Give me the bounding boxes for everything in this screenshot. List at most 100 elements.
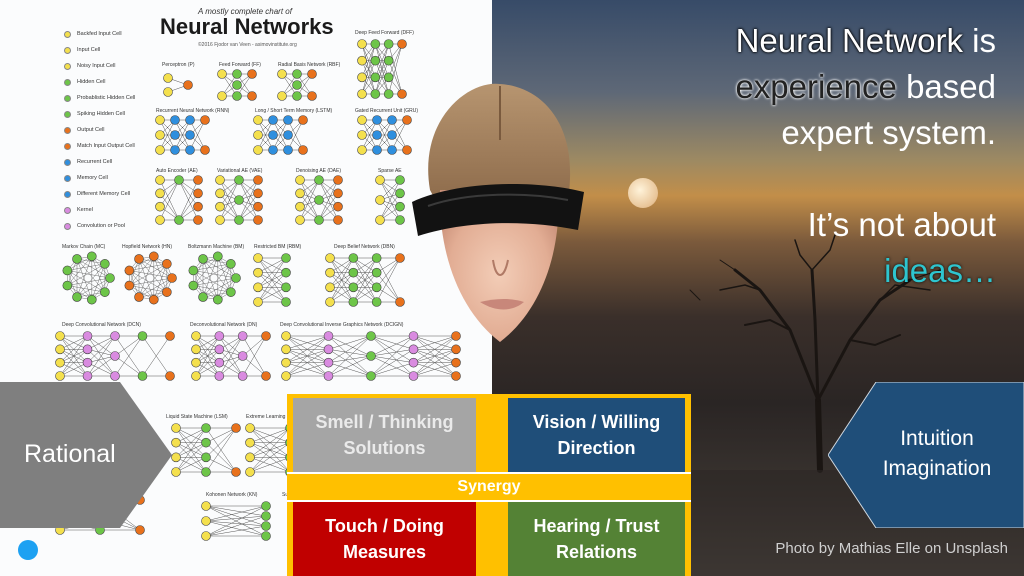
network-label: Feed Forward (FF) bbox=[219, 62, 261, 68]
headline-expert-system: expert system. bbox=[781, 114, 996, 151]
network-node bbox=[395, 188, 405, 199]
network-node bbox=[245, 467, 255, 477]
rational-label: Rational bbox=[24, 440, 116, 468]
network-node bbox=[232, 80, 242, 90]
network-node bbox=[162, 287, 172, 297]
network-label: Liquid State Machine (LSM) bbox=[166, 414, 228, 420]
network-node bbox=[323, 357, 334, 368]
network-node bbox=[281, 331, 291, 341]
legend-cell-icon bbox=[64, 174, 71, 182]
legend-item: Kernel bbox=[64, 202, 135, 218]
network-node bbox=[213, 294, 223, 305]
network-node bbox=[408, 371, 419, 381]
network-node bbox=[134, 292, 144, 302]
network-label: Variational AE (VAE) bbox=[217, 168, 263, 174]
senses-matrix: Smell / Thinking Solutions Vision / Will… bbox=[287, 394, 691, 576]
legend-cell-icon bbox=[64, 126, 71, 134]
network-node bbox=[295, 215, 305, 225]
network-node bbox=[62, 265, 73, 276]
network-node bbox=[383, 39, 394, 49]
network-node bbox=[201, 467, 211, 477]
network-node bbox=[214, 371, 225, 381]
network-node bbox=[375, 195, 385, 205]
network-node bbox=[149, 294, 159, 305]
network-node bbox=[253, 145, 263, 155]
network-node bbox=[408, 357, 419, 368]
network-label: Deep Feed Forward (DFF) bbox=[355, 30, 414, 36]
network-node bbox=[155, 175, 165, 185]
network-node bbox=[281, 371, 291, 381]
network-node bbox=[234, 175, 244, 185]
network-node bbox=[283, 130, 293, 140]
legend-label: Input Cell bbox=[77, 47, 101, 53]
network-node bbox=[247, 69, 257, 79]
network-node bbox=[62, 280, 73, 291]
network-node bbox=[201, 501, 211, 511]
network-node bbox=[348, 297, 359, 307]
network-label: Denoising AE (DAE) bbox=[296, 168, 342, 174]
network-node bbox=[174, 175, 184, 185]
legend-label: Hidden Cell bbox=[77, 79, 106, 85]
network-node bbox=[201, 452, 211, 463]
legend-cell-icon bbox=[64, 142, 71, 150]
network-node bbox=[371, 282, 382, 293]
legend-cell-icon bbox=[64, 62, 71, 70]
network-node bbox=[171, 437, 181, 448]
network-node bbox=[201, 516, 211, 526]
legend-item: Spiking Hidden Cell bbox=[64, 106, 135, 122]
network-node bbox=[397, 89, 407, 99]
network-node bbox=[451, 357, 461, 368]
network-node bbox=[387, 115, 397, 125]
network-node bbox=[82, 331, 93, 341]
network-node bbox=[185, 130, 195, 140]
network-node bbox=[408, 331, 419, 341]
network-node bbox=[371, 267, 382, 278]
legend-label: Probablistic Hidden Cell bbox=[77, 95, 136, 101]
network-node bbox=[281, 357, 291, 368]
network-node bbox=[191, 331, 201, 341]
network-node bbox=[253, 188, 263, 199]
legend-item: Convolution or Pool bbox=[64, 218, 135, 234]
network-node bbox=[226, 287, 236, 297]
network-node bbox=[298, 115, 308, 125]
network-node bbox=[268, 145, 278, 155]
legend-item: Hidden Cell bbox=[64, 74, 135, 90]
network-node bbox=[325, 282, 335, 293]
network-node bbox=[323, 331, 334, 341]
network-node bbox=[281, 297, 291, 307]
network-node bbox=[170, 145, 180, 155]
network-node bbox=[395, 175, 405, 185]
network-node bbox=[82, 371, 93, 381]
network-node bbox=[292, 91, 302, 101]
network-node bbox=[357, 39, 367, 49]
network-node bbox=[292, 80, 302, 90]
network-node bbox=[348, 267, 359, 278]
legend-item: Noisy Input Cell bbox=[64, 58, 135, 74]
network-node bbox=[253, 253, 263, 263]
network-node bbox=[281, 267, 291, 278]
headline-based: based bbox=[896, 68, 996, 105]
legend-label: Memory Cell bbox=[77, 175, 108, 181]
legend-cell-icon bbox=[64, 46, 71, 54]
network-node bbox=[325, 253, 335, 263]
network-node bbox=[395, 215, 405, 225]
network-node bbox=[281, 282, 291, 293]
synergy-divider-bottom bbox=[287, 500, 691, 502]
network-node bbox=[165, 331, 175, 341]
network-node bbox=[357, 89, 367, 99]
network-node bbox=[200, 115, 210, 125]
network-node bbox=[155, 145, 165, 155]
network-node bbox=[232, 69, 242, 79]
network-node bbox=[402, 115, 412, 125]
network-node bbox=[325, 297, 335, 307]
headline-experience: experience bbox=[735, 68, 897, 105]
legend-cell-icon bbox=[64, 206, 71, 214]
legend-label: Convolution or Pool bbox=[77, 223, 126, 229]
network-node bbox=[191, 371, 201, 381]
network-node bbox=[451, 371, 461, 381]
network-label: Restricted BM (RBM) bbox=[254, 244, 302, 250]
network-node bbox=[371, 297, 382, 307]
network-node bbox=[193, 175, 203, 185]
network-node bbox=[231, 467, 241, 477]
network-node bbox=[323, 344, 334, 355]
